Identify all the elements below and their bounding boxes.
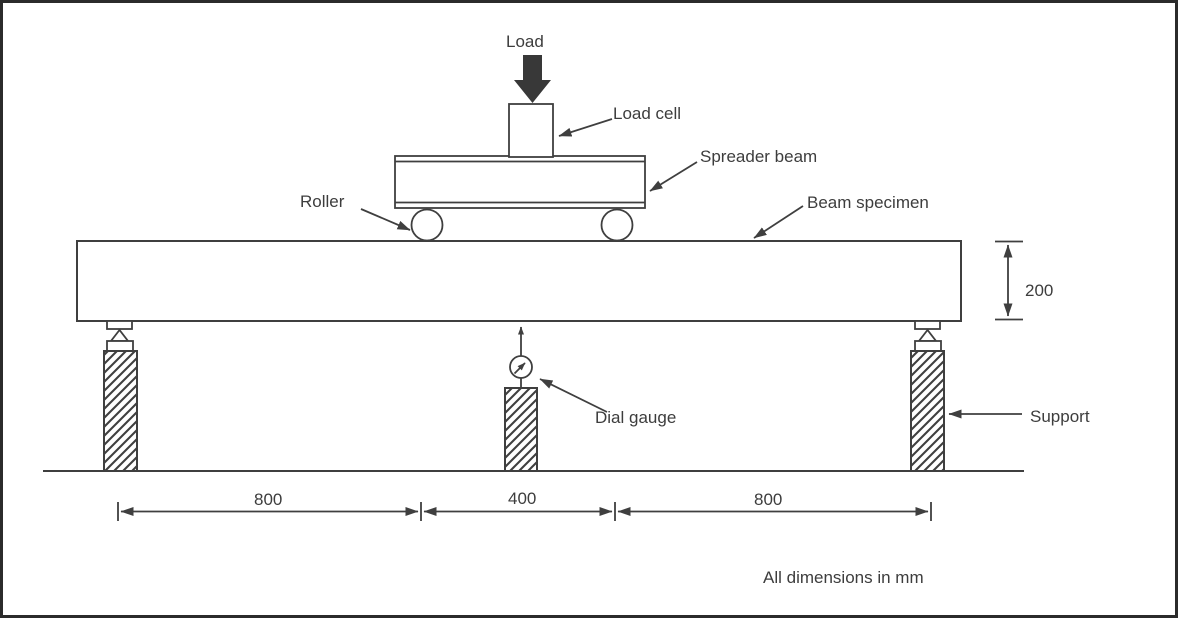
dim-beam-depth-value: 200 — [1025, 281, 1054, 300]
spreader-beam-leader — [649, 161, 698, 192]
dim-middle-span-value: 400 — [508, 489, 537, 508]
dimension-beam-depth — [995, 240, 1023, 321]
dimension-spans — [117, 502, 932, 521]
support-right-shape — [910, 320, 945, 472]
load-cell-shape — [508, 103, 554, 158]
dim-left-span-value: 800 — [254, 490, 283, 509]
diagram-canvas — [43, 55, 1024, 521]
label-support: Support — [1030, 407, 1090, 426]
dimensions-note: All dimensions in mm — [763, 568, 924, 587]
dial-gauge-leader — [539, 378, 608, 413]
support-left-shape — [103, 320, 138, 472]
beam-specimen-leader — [753, 205, 804, 239]
label-load: Load — [506, 32, 544, 51]
label-beam-specimen: Beam specimen — [807, 193, 929, 212]
label-dial-gauge: Dial gauge — [595, 408, 677, 427]
label-load-cell: Load cell — [613, 104, 682, 123]
roller-leader — [360, 208, 411, 231]
label-spreader-beam: Spreader beam — [700, 147, 818, 166]
leader-arrows — [360, 118, 1022, 419]
dial-gauge-shape — [504, 326, 538, 472]
roller-right-shape — [600, 208, 634, 242]
beam-specimen-shape — [76, 240, 962, 322]
spreader-beam-shape — [394, 155, 646, 209]
dim-right-span-value: 800 — [754, 490, 783, 509]
label-roller: Roller — [300, 192, 345, 211]
roller-left-shape — [410, 208, 444, 242]
load-arrow-icon — [514, 55, 551, 103]
load-cell-leader — [558, 118, 613, 137]
dial-needle — [513, 362, 526, 375]
